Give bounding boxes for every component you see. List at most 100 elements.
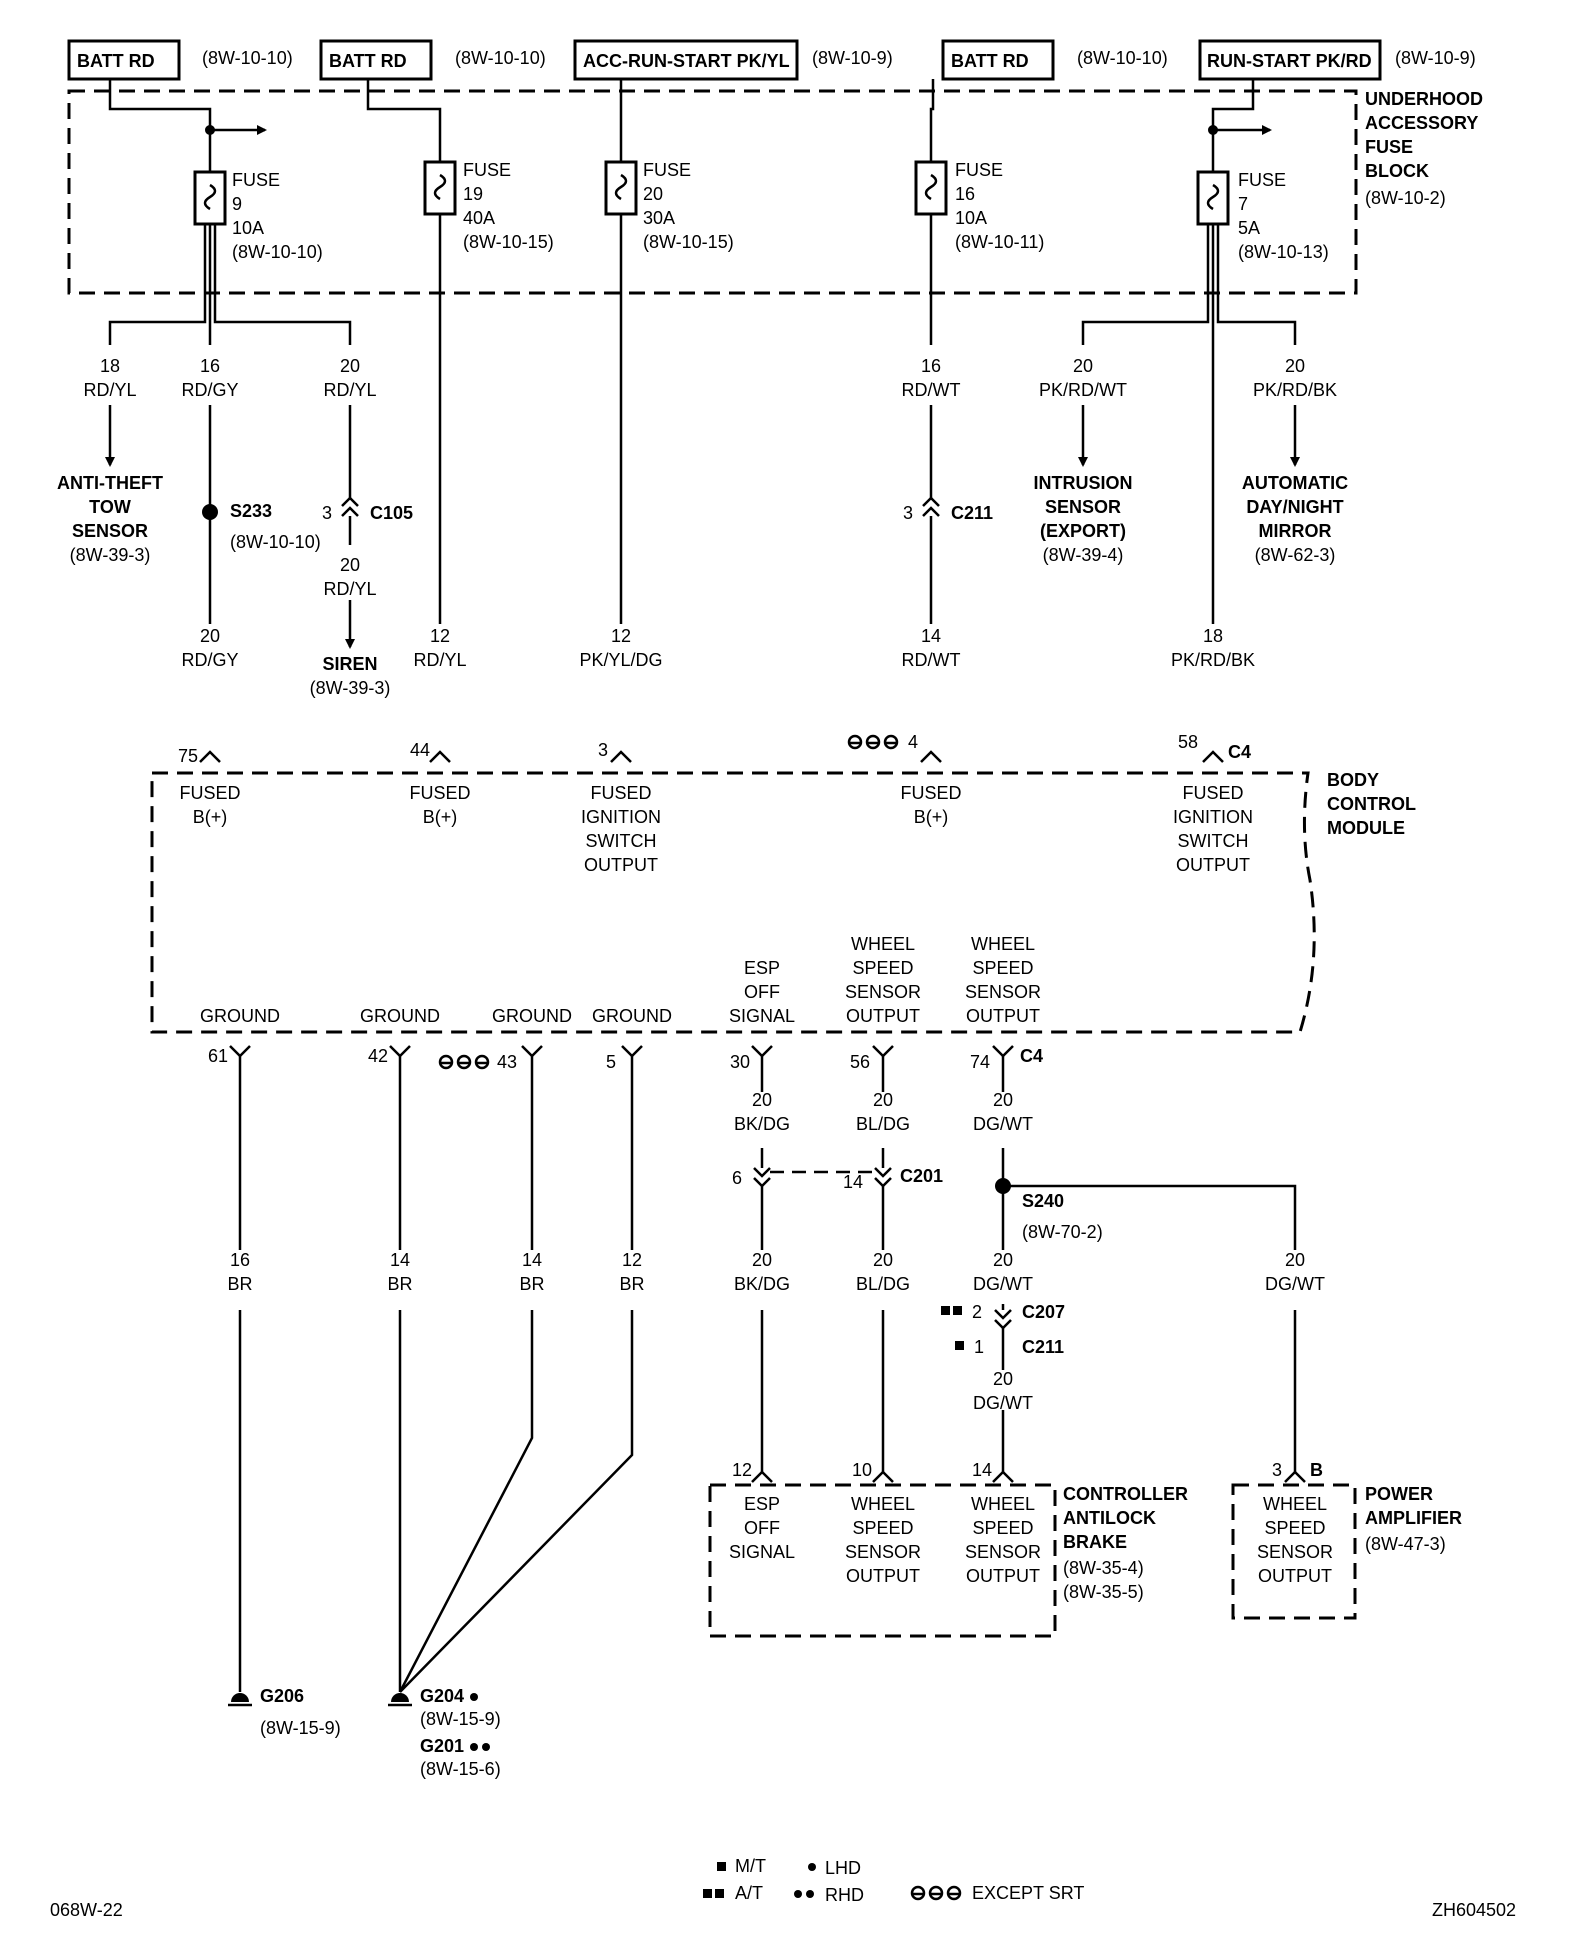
fuse-ref: (8W-10-15) — [643, 232, 734, 252]
fuse-element-icon — [433, 173, 447, 201]
pin-number: 74 — [970, 1052, 990, 1072]
wire-gauge: 18 — [100, 356, 120, 376]
automatic-day-night-mirror: AUTOMATIC DAY/NIGHT MIRROR (8W-62-3) — [1242, 473, 1348, 565]
wire-gauge: 20 — [340, 356, 360, 376]
pin-function: SENSOR — [845, 1542, 921, 1562]
pin-number: 44 — [410, 740, 430, 760]
fuse-number: 9 — [232, 194, 242, 214]
pin-function: OFF — [744, 1518, 780, 1538]
pin-terminal-icon — [992, 1470, 1014, 1483]
fuse-rating: 5A — [1238, 218, 1260, 238]
wire-color: RD/YL — [323, 380, 376, 400]
power-source-batt-3: BATT RD (8W-10-10) — [941, 39, 1168, 81]
fuse-label: FUSE — [643, 160, 691, 180]
pin-number: 3 — [1272, 1460, 1282, 1480]
connector-pin: 14 — [843, 1172, 863, 1192]
wire-color: BL/DG — [856, 1114, 910, 1134]
wire-color: RD/WT — [902, 380, 961, 400]
pin-number: 3 — [598, 740, 608, 760]
power-source-label: BATT RD — [77, 51, 155, 71]
bcm-label: BODY CONTROL MODULE — [1327, 770, 1416, 838]
power-source-label: ACC-RUN-START PK/YL — [583, 51, 790, 71]
bcm-label-line: BODY — [1327, 770, 1379, 790]
wire-color: DG/WT — [973, 1274, 1033, 1294]
wire-20-pkrdbk — [1216, 224, 1297, 345]
pin-terminal-icon — [429, 750, 451, 763]
connector-label: C211 — [951, 503, 993, 523]
page-id: 068W-22 — [50, 1900, 123, 1920]
pin-function: SIGNAL — [729, 1542, 795, 1562]
rhd-marker-icon — [806, 1890, 814, 1898]
pin-number: 12 — [732, 1460, 752, 1480]
pin-number: 75 — [178, 746, 198, 766]
connector-c211-bottom: 1 C211 — [955, 1337, 1064, 1357]
fuse-number: 16 — [955, 184, 975, 204]
bcm-pin-58: 58 C4 FUSED IGNITION SWITCH OUTPUT — [1173, 732, 1253, 875]
power-source-label: BATT RD — [951, 51, 1029, 71]
connector-label: C201 — [900, 1166, 943, 1186]
fuse-20: FUSE 20 30A (8W-10-15) — [604, 160, 734, 252]
pin-function: SENSOR — [845, 982, 921, 1002]
pin-function: SENSOR — [965, 982, 1041, 1002]
wire-gauge: 14 — [921, 626, 941, 646]
fuse-9: FUSE 9 10A (8W-10-10) — [193, 170, 323, 262]
power-source-ref: (8W-10-9) — [1395, 48, 1476, 68]
connector-pin: 3 — [322, 503, 332, 523]
pin-function: SPEED — [852, 1518, 913, 1538]
connector-pin: 2 — [972, 1302, 982, 1322]
pin-terminal-icon — [621, 1045, 643, 1058]
pin-terminal-icon — [1202, 750, 1224, 763]
power-source-label: BATT RD — [329, 51, 407, 71]
ground-g204-g201: G204 (8W-15-9) G201 (8W-15-6) — [388, 1686, 501, 1779]
wire-color: PK/RD/BK — [1253, 380, 1337, 400]
wire-gauge: 18 — [1203, 626, 1223, 646]
bus-fuse-9 — [108, 79, 212, 172]
pin-function: SENSOR — [965, 1542, 1041, 1562]
wire-gauge: 20 — [752, 1090, 772, 1110]
bcm-connector-label: C4 — [1020, 1046, 1043, 1066]
wire-color: PK/YL/DG — [579, 650, 662, 670]
cab-pin-14: 14 WHEEL SPEED SENSOR OUTPUT — [965, 1460, 1041, 1586]
power-source-ref: (8W-10-10) — [202, 48, 293, 68]
legend-mt: M/T — [735, 1856, 766, 1876]
splice-s233-dot — [202, 504, 218, 520]
bcm-label-line: MODULE — [1327, 818, 1405, 838]
device-label: MIRROR — [1259, 521, 1332, 541]
legend-at: A/T — [735, 1883, 763, 1903]
fuse-element-icon — [1206, 183, 1220, 211]
pin-function: OUTPUT — [966, 1006, 1040, 1026]
ground-icon — [391, 1693, 409, 1702]
power-source-batt-1: BATT RD (8W-10-10) — [67, 39, 293, 81]
fuse-block-outline — [67, 89, 1358, 295]
rhd-marker-icon — [470, 1743, 478, 1751]
pin-terminal-icon — [872, 1470, 894, 1483]
connector-c105: 3 C105 — [322, 503, 413, 523]
wire-gauge: 12 — [622, 1250, 642, 1270]
pin-function: WHEEL — [971, 934, 1035, 954]
pin-terminal-icon — [992, 1045, 1014, 1058]
device-label: AUTOMATIC — [1242, 473, 1348, 493]
amp-outline — [1231, 1483, 1357, 1620]
fuse-label: FUSE — [955, 160, 1003, 180]
fuse-16: FUSE 16 10A (8W-10-11) — [914, 160, 1044, 252]
pin-number: 10 — [852, 1460, 872, 1480]
pin-function: GROUND — [200, 1006, 280, 1026]
wire-gauge: 20 — [1285, 1250, 1305, 1270]
fuse-number: 7 — [1238, 194, 1248, 214]
ground-ref: (8W-15-9) — [420, 1709, 501, 1729]
cab-label-line: CONTROLLER — [1063, 1484, 1188, 1504]
fuse-7: FUSE 7 5A (8W-10-13) — [1196, 170, 1329, 262]
pin-function: GROUND — [592, 1006, 672, 1026]
fuse-ref: (8W-10-10) — [232, 242, 323, 262]
wire-color: RD/YL — [413, 650, 466, 670]
wire-color: RD/YL — [323, 579, 376, 599]
wire-gauge: 12 — [611, 626, 631, 646]
fuse-block-label-line: UNDERHOOD — [1365, 89, 1483, 109]
pin-function: WHEEL — [1263, 1494, 1327, 1514]
legend: M/T A/T LHD RHD EXCEPT SRT — [703, 1856, 1084, 1905]
wire-gauge: 16 — [200, 356, 220, 376]
pin-terminal-icon — [199, 750, 221, 763]
connector-pin: 1 — [974, 1337, 984, 1357]
connector-c201: 6 14 C201 — [732, 1166, 943, 1192]
pin-terminal-icon — [229, 1045, 251, 1058]
